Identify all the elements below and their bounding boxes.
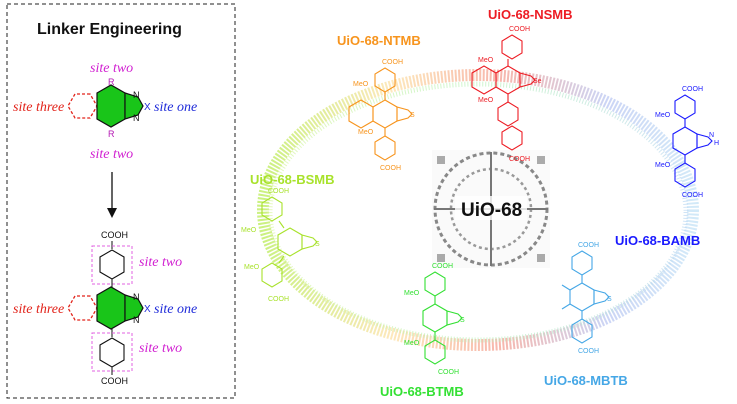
ntmb-meo-top: MeO bbox=[353, 81, 369, 88]
bamb-meo-bottom: MeO bbox=[655, 162, 671, 169]
linker-engineering-panel bbox=[6, 3, 236, 399]
site-three-label: site three bbox=[13, 100, 64, 115]
site-two-top-box bbox=[91, 245, 133, 285]
ntmb-cooh-top: COOH bbox=[382, 59, 403, 66]
ntmb-cooh-bottom: COOH bbox=[380, 165, 401, 172]
mof-ring-upper bbox=[257, 69, 699, 351]
site-two-bottom-label: site two bbox=[90, 147, 133, 162]
nsmb-cooh-top: COOH bbox=[509, 26, 530, 33]
btmb-meo-top: MeO bbox=[404, 290, 420, 297]
site-one-label: site one bbox=[154, 100, 197, 115]
n-atom-top: N bbox=[133, 90, 140, 100]
bsmb-meo-bottom: MeO bbox=[244, 264, 260, 271]
framework-node bbox=[537, 254, 545, 262]
linker-ntmb-structure: COOH MeO S MeO COOH bbox=[348, 59, 415, 172]
x-atom: X bbox=[144, 102, 151, 113]
r-group-top: R bbox=[108, 77, 115, 87]
linker-bsmb-label: UiO-68-BSMB bbox=[250, 172, 335, 187]
linker-btmb-label: UiO-68-BTMB bbox=[380, 384, 464, 399]
benzene-core-ring bbox=[96, 84, 126, 128]
r-group-bottom: R bbox=[108, 129, 115, 139]
linker-mbtb-label: UiO-68-MBTB bbox=[544, 373, 628, 388]
nsmb-meo-top: MeO bbox=[478, 57, 494, 64]
framework-node bbox=[437, 254, 445, 262]
linker-ntmb-label: UiO-68-NTMB bbox=[337, 33, 421, 48]
linker-btmb-structure: COOH MeO S MeO COOH bbox=[404, 263, 465, 376]
mbtb-cooh-top: COOH bbox=[578, 242, 599, 249]
linker-bamb-label: UiO-68-BAMB bbox=[615, 233, 700, 248]
bamb-meo-top: MeO bbox=[655, 112, 671, 119]
transform-arrow-head bbox=[107, 208, 117, 218]
site-one-label-2: site one bbox=[154, 302, 197, 317]
bamb-cooh-bottom: COOH bbox=[682, 192, 703, 199]
phenyl-ring-top bbox=[99, 249, 125, 280]
extended-linker: COOH site two N N X site one site three … bbox=[13, 230, 197, 386]
cooh-bottom: COOH bbox=[101, 376, 128, 386]
bsmb-s: S bbox=[315, 241, 320, 248]
framework-node bbox=[537, 156, 545, 164]
n-atom-top-2: N bbox=[133, 292, 140, 302]
phenyl-ring-bottom bbox=[99, 337, 125, 368]
linker-nsmb-structure: COOH MeO Se MeO COOH bbox=[471, 26, 542, 163]
mbtb-s: S bbox=[607, 296, 612, 303]
site-three-dashed-ring bbox=[67, 93, 98, 119]
site-two-bottom-box bbox=[91, 332, 133, 372]
nsmb-se: Se bbox=[533, 78, 542, 85]
nsmb-cooh-bottom: COOH bbox=[509, 156, 530, 163]
n-atom-bottom-2: N bbox=[133, 315, 140, 325]
site-two-bottom-label-2: site two bbox=[139, 341, 182, 356]
panel-title: Linker Engineering bbox=[37, 21, 182, 38]
x-atom-2: X bbox=[144, 304, 151, 315]
ntmb-s: S bbox=[410, 112, 415, 119]
benzene-core-ring-2 bbox=[96, 286, 126, 330]
bamb-n: N bbox=[709, 132, 714, 139]
btmb-s: S bbox=[460, 317, 465, 324]
mof-ring-inner bbox=[267, 81, 689, 343]
bsmb-meo-top: MeO bbox=[241, 227, 257, 234]
btmb-meo-bottom: MeO bbox=[404, 340, 420, 347]
cooh-top: COOH bbox=[101, 230, 128, 240]
generic-linker-core: site two R N N X site one site three R s… bbox=[13, 61, 197, 162]
bamb-cooh-top: COOH bbox=[682, 86, 703, 93]
uio-68-framework: UiO-68 bbox=[432, 150, 550, 268]
site-three-label-2: site three bbox=[13, 302, 64, 317]
linker-mbtb-structure: COOH S COOH bbox=[561, 242, 612, 355]
azole-ring bbox=[124, 92, 144, 120]
bsmb-cooh-bottom: COOH bbox=[268, 296, 289, 303]
framework-label-backdrop bbox=[455, 196, 527, 220]
site-two-top-label-2: site two bbox=[139, 255, 182, 270]
framework-node bbox=[437, 156, 445, 164]
btmb-cooh-bottom: COOH bbox=[438, 369, 459, 376]
linker-nsmb-label: UiO-68-NSMB bbox=[488, 7, 573, 22]
site-three-dashed-ring-2 bbox=[67, 295, 98, 321]
azole-ring-2 bbox=[124, 294, 144, 322]
btmb-cooh-top: COOH bbox=[432, 263, 453, 270]
linker-bamb-structure: COOH MeO N H MeO COOH bbox=[655, 86, 719, 199]
n-atom-bottom: N bbox=[133, 113, 140, 123]
mbtb-cooh-bottom: COOH bbox=[578, 348, 599, 355]
nsmb-meo-bottom: MeO bbox=[478, 97, 494, 104]
ntmb-meo-bottom: MeO bbox=[358, 129, 374, 136]
bamb-h: H bbox=[714, 140, 719, 147]
linker-bsmb-structure: COOH MeO S MeO COOH bbox=[241, 188, 320, 303]
bsmb-cooh-top: COOH bbox=[268, 188, 289, 195]
center-label: UiO-68 bbox=[461, 200, 522, 221]
site-two-top-label: site two bbox=[90, 61, 133, 76]
